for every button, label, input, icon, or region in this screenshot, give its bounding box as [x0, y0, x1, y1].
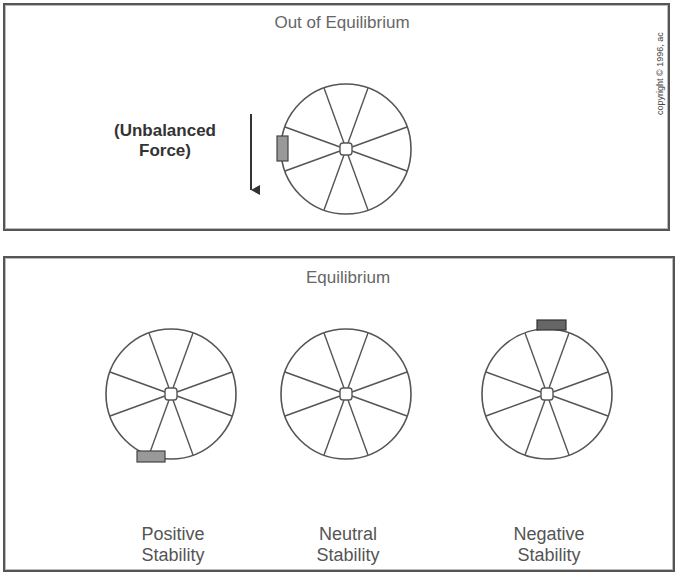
stability-label: Negative Stability: [489, 524, 609, 565]
wheel: [281, 329, 411, 459]
wheel: [281, 84, 411, 214]
force-label: (Unbalanced Force): [90, 121, 240, 160]
copyright-watermark: copyright © 1996, ac: [655, 32, 665, 115]
stability-label: Neutral Stability: [288, 524, 408, 565]
panel-title: Out of Equilibrium: [212, 13, 472, 33]
panel-title: Equilibrium: [248, 268, 448, 288]
weight: [137, 451, 165, 462]
stability-label: Positive Stability: [113, 524, 233, 565]
weight: [537, 320, 566, 330]
wheel: [482, 329, 612, 459]
panel: Out of Equilibrium (Unbalanced Force): [3, 3, 670, 231]
force-arrow: [250, 114, 252, 190]
weight: [277, 136, 288, 161]
panel: EquilibriumPositive Stability Neutral Sta…: [3, 256, 675, 572]
wheel: [106, 329, 236, 459]
